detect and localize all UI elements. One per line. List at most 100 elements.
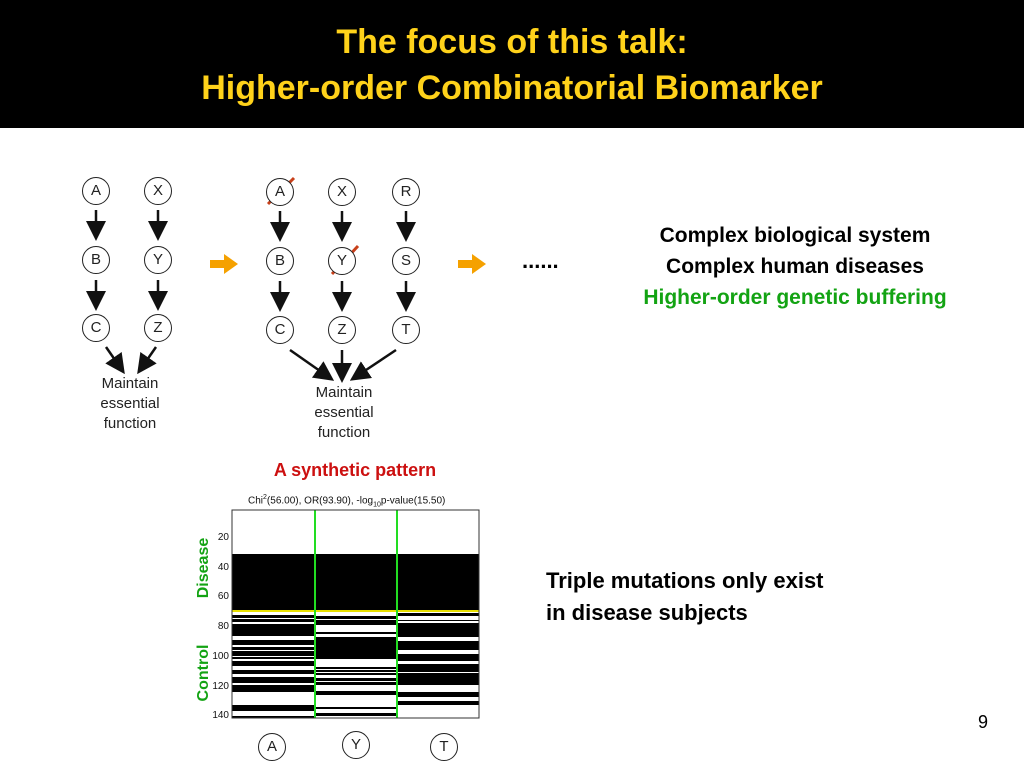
control-stripe: [397, 692, 479, 696]
control-stripe: [397, 680, 479, 682]
node-t-mid: T: [392, 316, 420, 344]
left-function-label: Maintain essential function: [100, 375, 160, 432]
orange-arrow-1: [210, 254, 238, 274]
node-z-left: Z: [144, 314, 172, 342]
control-stripe: [315, 651, 397, 652]
control-stripe: [232, 708, 315, 710]
control-stripe: [232, 681, 315, 683]
disease-block: [232, 554, 479, 611]
conclusion-line1: Triple mutations only exist: [546, 568, 824, 593]
control-stripe: [232, 616, 315, 618]
mid-function-label: Maintain essential function: [314, 384, 374, 441]
conclusion-line2: in disease subjects: [546, 600, 748, 625]
control-stripe: [315, 633, 397, 634]
control-stripe: [315, 652, 397, 655]
control-stripe: [232, 657, 315, 659]
control-stripe: [232, 716, 315, 717]
conclusion-text: Triple mutations only exist in disease s…: [546, 565, 824, 629]
control-stripe: [397, 703, 479, 705]
control-stripe: [315, 713, 397, 716]
control-stripe: [315, 678, 397, 681]
control-stripe: [315, 673, 397, 675]
node-c-left: C: [82, 314, 110, 342]
arrow-z-func: [137, 346, 158, 375]
pattern-stats: Chi2(56.00), OR(93.90), -log10p-value(15…: [248, 494, 446, 509]
control-stripe: [232, 687, 315, 689]
control-stripe: [315, 641, 397, 643]
control-stripe: [397, 644, 479, 648]
control-stripe: [232, 647, 315, 650]
control-stripe: [397, 657, 479, 659]
control-stripe: [397, 623, 479, 626]
control-stripe: [315, 646, 397, 647]
node-a-left: A: [82, 177, 110, 205]
control-stripe: [397, 626, 479, 629]
ytick-140: 140: [212, 710, 229, 721]
control-stripe: [232, 627, 315, 629]
control-stripe: [232, 705, 315, 708]
control-stripe: [397, 668, 479, 670]
control-stripe: [232, 673, 315, 674]
slide-title-line2: Higher-order Combinatorial Biomarker: [201, 69, 823, 107]
control-stripe: [397, 632, 479, 636]
node-x-mid: X: [328, 178, 356, 206]
control-stripe: [315, 632, 397, 633]
node-y-mid: Y: [328, 247, 356, 275]
control-stripe: [232, 677, 315, 681]
ytick-100: 100: [212, 651, 229, 662]
column-a-node: A: [258, 733, 286, 761]
node-y-left: Y: [144, 246, 172, 274]
control-stripe: [397, 613, 479, 616]
control-stripe: [315, 624, 397, 625]
control-stripe: [232, 615, 315, 616]
control-stripe: [315, 616, 397, 619]
node-s-mid: S: [392, 247, 420, 275]
control-stripe: [232, 619, 315, 622]
right-line2: Complex human diseases: [666, 255, 924, 278]
node-r-mid: R: [392, 178, 420, 206]
node-a-mid: A: [266, 178, 294, 206]
ytick-40: 40: [217, 562, 229, 573]
ytick-80: 80: [217, 621, 229, 632]
control-stripe: [315, 620, 397, 624]
control-stripe: [315, 671, 397, 672]
control-stripe: [397, 629, 479, 630]
control-stripe: [315, 643, 397, 645]
control-stripe: [315, 637, 397, 641]
control-stripe: [397, 659, 479, 661]
control-stripe: [397, 648, 479, 650]
node-b-left: B: [82, 246, 110, 274]
control-stripe: [315, 691, 397, 695]
control-stripe: [232, 629, 315, 632]
control-stripe: [315, 657, 397, 659]
right-line3: Higher-order genetic buffering: [643, 286, 947, 309]
ellipsis: ......: [522, 248, 559, 273]
title-bar: The focus of this talk: Higher-order Com…: [0, 0, 1024, 128]
control-stripe: [232, 685, 315, 687]
node-c-mid: C: [266, 316, 294, 344]
node-x-left: X: [144, 177, 172, 205]
disease-label: Disease: [195, 537, 212, 599]
control-stripe: [397, 655, 479, 657]
control-stripe: [232, 653, 315, 656]
ytick-120: 120: [212, 681, 229, 692]
control-stripe: [397, 664, 479, 668]
control-stripe: [315, 645, 397, 646]
control-stripe: [232, 710, 315, 711]
control-stripe: [232, 635, 315, 636]
control-stripe: [232, 632, 315, 635]
control-stripe: [397, 682, 479, 685]
control-stripe: [397, 670, 479, 672]
pattern-heading: A synthetic pattern: [273, 460, 437, 480]
control-stripe: [397, 696, 479, 697]
control-stripe: [232, 689, 315, 692]
right-description: Complex biological system Complex human …: [600, 220, 990, 313]
control-stripe: [315, 707, 397, 709]
control-stripe: [232, 661, 315, 663]
control-stripe: [397, 630, 479, 632]
control-label: Control: [195, 644, 212, 702]
control-stripe: [397, 654, 479, 655]
control-stripe: [397, 677, 479, 680]
control-stripe: [232, 663, 315, 666]
